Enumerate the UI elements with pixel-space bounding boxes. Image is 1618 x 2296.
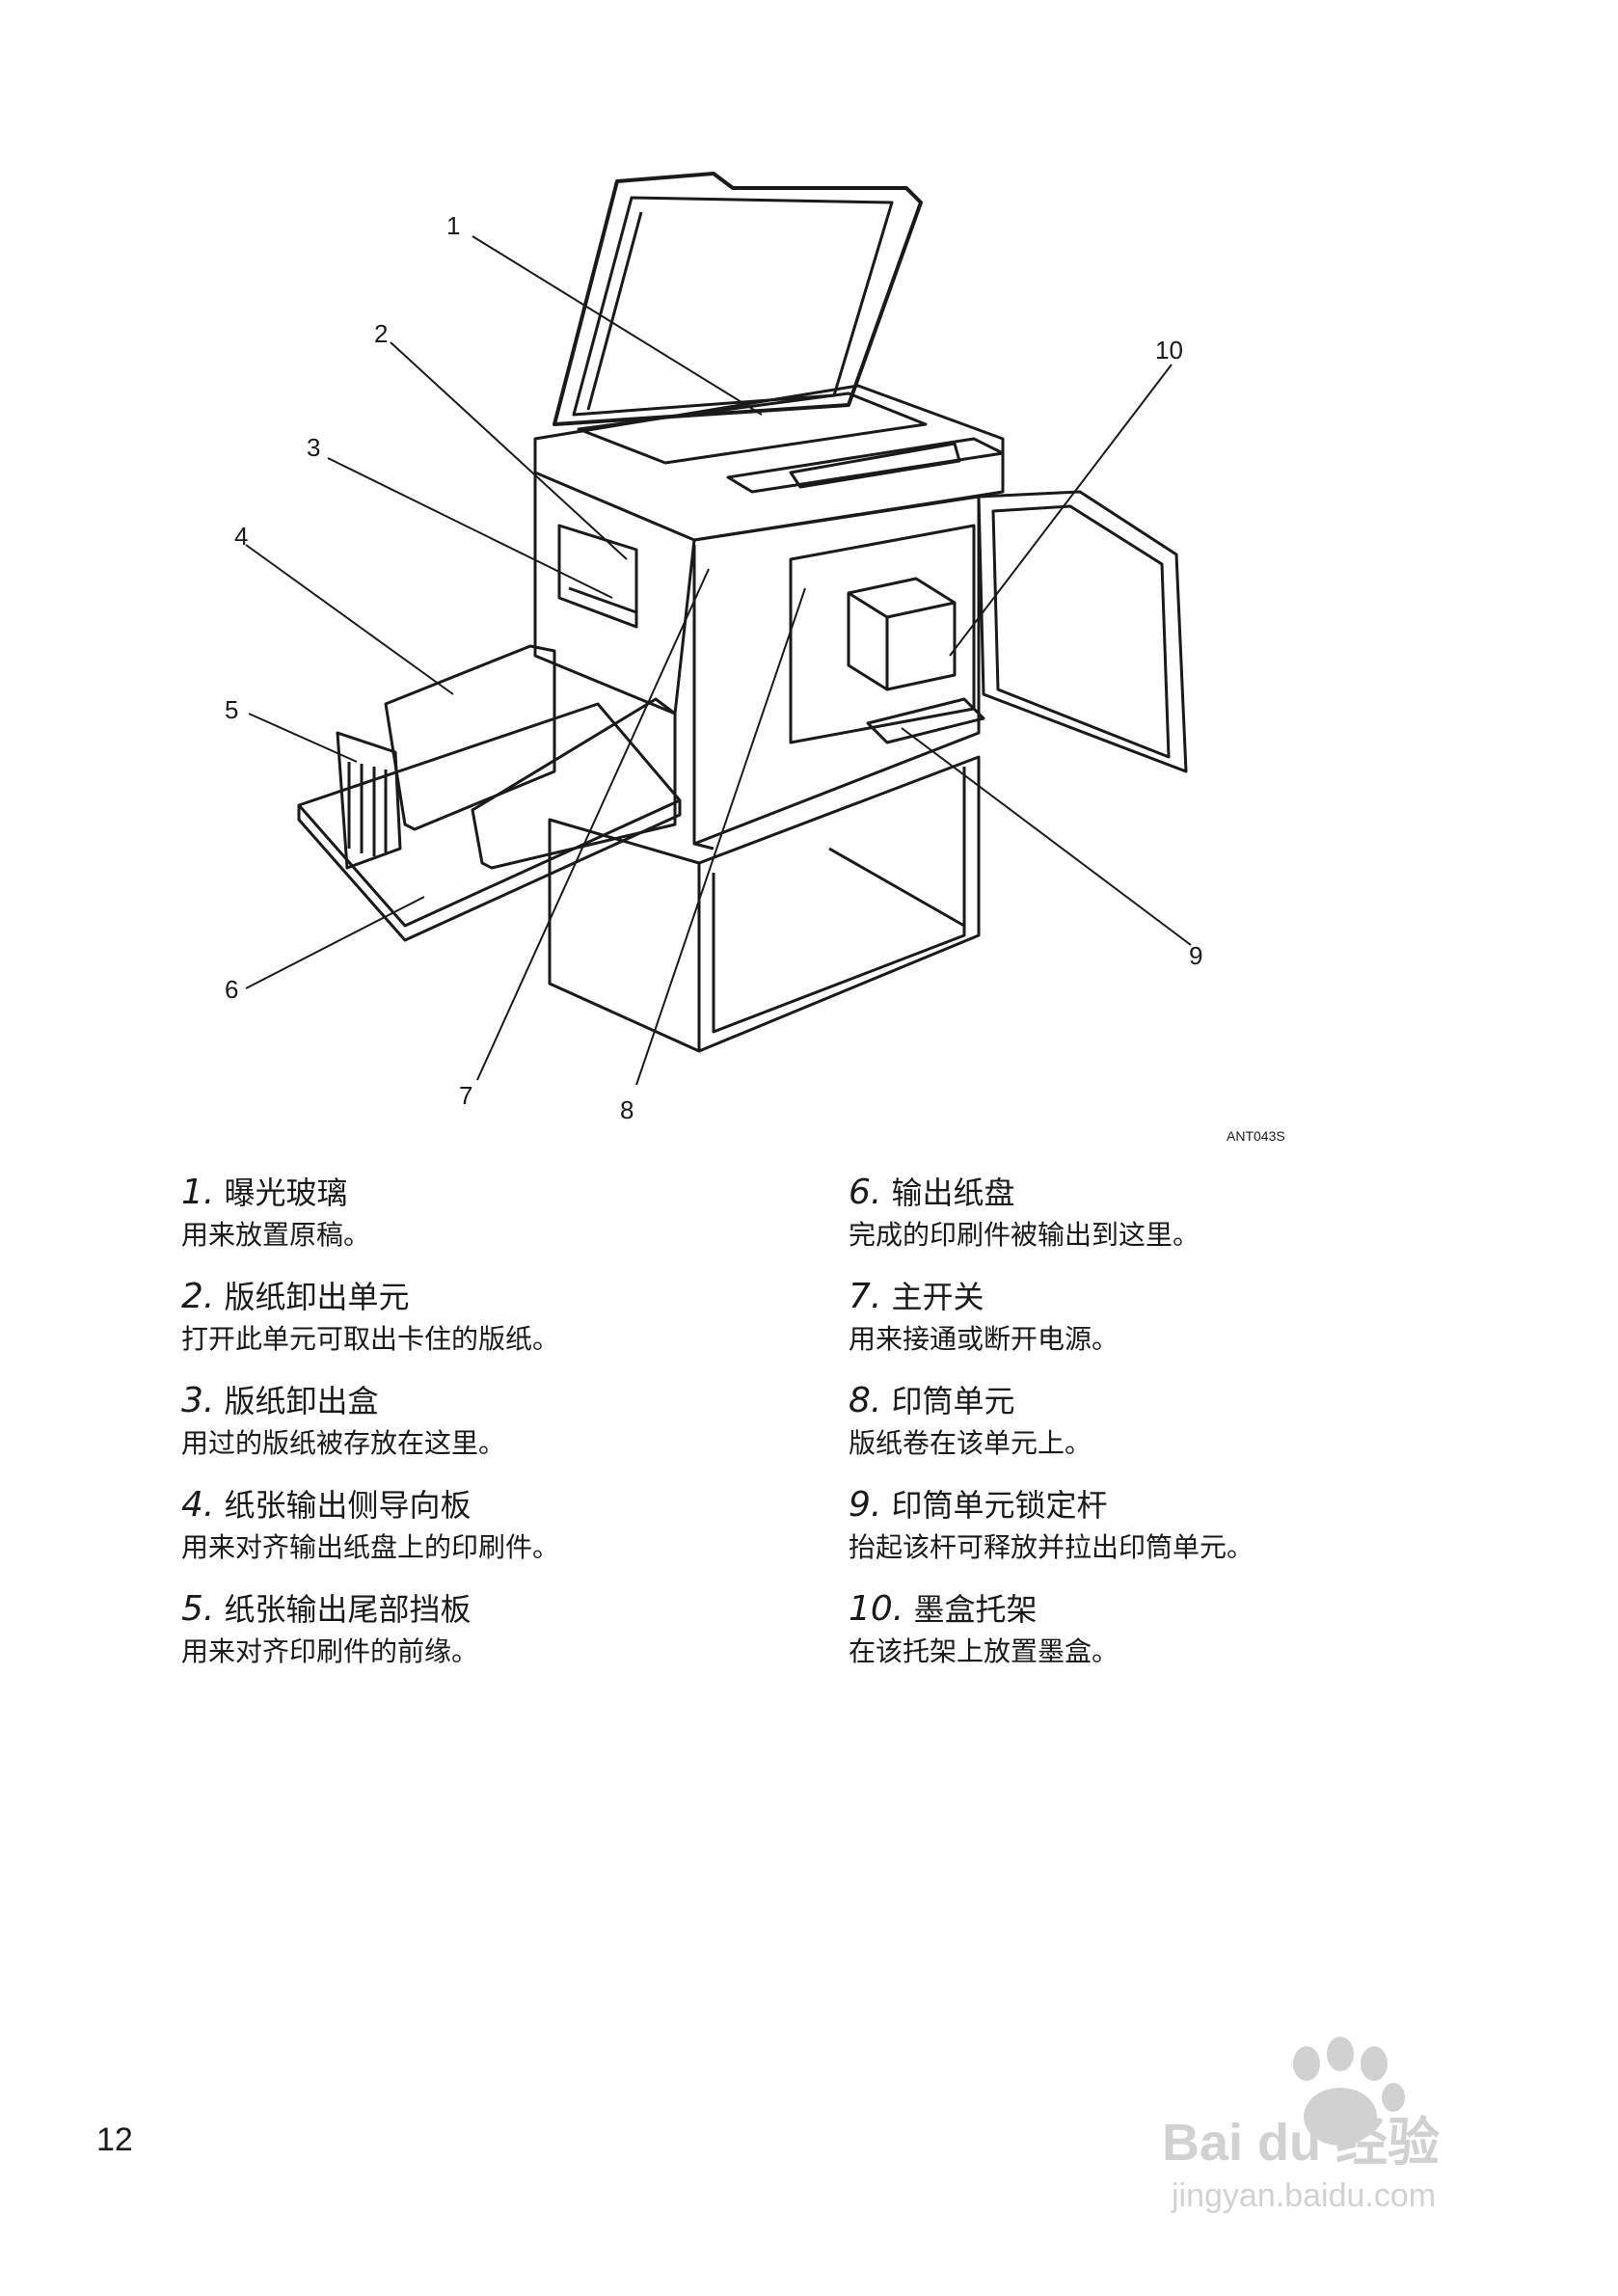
item-4: 4. 纸张输出侧导向板 用来对齐输出纸盘上的印刷件。 bbox=[181, 1484, 798, 1588]
item-list-left: 1. 曝光玻璃 用来放置原稿。 2. 版纸卸出单元 打开此单元可取出卡住的版纸。… bbox=[181, 1172, 798, 1692]
paw-icon bbox=[1293, 2037, 1405, 2146]
callout-1: 1 bbox=[446, 211, 460, 240]
item-title: 纸张输出尾部挡板 bbox=[224, 1591, 472, 1628]
callout-10: 10 bbox=[1155, 336, 1183, 365]
callout-7: 7 bbox=[459, 1081, 472, 1110]
callout-8: 8 bbox=[620, 1095, 634, 1124]
watermark-url: jingyan.baidu.com bbox=[1171, 2177, 1436, 2214]
item-title: 输出纸盘 bbox=[891, 1175, 1015, 1211]
item-number: 6. bbox=[849, 1173, 882, 1212]
document-cover bbox=[553, 172, 923, 426]
baidu-watermark: Bai du 经验 jingyan.baidu.com bbox=[1162, 2037, 1440, 2214]
item-number: 1. bbox=[181, 1173, 215, 1212]
item-list-right: 6. 输出纸盘 完成的印刷件被输出到这里。 7. 主开关 用来接通或断开电源。 … bbox=[849, 1172, 1524, 1692]
item-title: 纸张输出侧导向板 bbox=[224, 1487, 472, 1524]
item-description: 用来放置原稿。 bbox=[181, 1219, 371, 1251]
item-title: 印筒单元锁定杆 bbox=[891, 1487, 1108, 1524]
item-title: 主开关 bbox=[891, 1279, 984, 1315]
item-description: 打开此单元可取出卡住的版纸。 bbox=[181, 1323, 560, 1355]
item-1: 1. 曝光玻璃 用来放置原稿。 bbox=[181, 1172, 798, 1276]
side-guide-front bbox=[471, 697, 677, 870]
item-description: 用来对齐印刷件的前缘。 bbox=[181, 1635, 479, 1667]
callout-5: 5 bbox=[225, 695, 238, 724]
leader-8 bbox=[635, 587, 806, 1086]
item-description: 在该托架上放置墨盒。 bbox=[849, 1635, 1119, 1667]
item-5: 5. 纸张输出尾部挡板 用来对齐印刷件的前缘。 bbox=[181, 1588, 798, 1692]
item-6: 6. 输出纸盘 完成的印刷件被输出到这里。 bbox=[849, 1172, 1524, 1276]
item-number: 8. bbox=[849, 1381, 882, 1420]
stand bbox=[548, 755, 981, 1053]
item-description: 用过的版纸被存放在这里。 bbox=[181, 1427, 506, 1459]
drum-opening bbox=[789, 524, 976, 744]
drum-lock-lever bbox=[866, 697, 985, 744]
item-2: 2. 版纸卸出单元 打开此单元可取出卡住的版纸。 bbox=[181, 1276, 798, 1380]
watermark-brand: Bai du 经验 bbox=[1162, 2114, 1440, 2172]
callout-2: 2 bbox=[374, 319, 388, 348]
item-10: 10. 墨盒托架 在该托架上放置墨盒。 bbox=[849, 1588, 1524, 1692]
item-8: 8. 印筒单元 版纸卷在该单元上。 bbox=[849, 1380, 1524, 1484]
printer-diagram: 1 2 3 4 5 6 7 8 9 10 ANT043S bbox=[225, 172, 1285, 1144]
page-number: 12 bbox=[96, 2121, 133, 2158]
callout-9: 9 bbox=[1189, 941, 1202, 970]
end-plate bbox=[336, 731, 402, 870]
leader-3 bbox=[327, 457, 613, 599]
callout-6: 6 bbox=[225, 975, 238, 1004]
item-description: 用来接通或断开电源。 bbox=[849, 1323, 1119, 1355]
callout-4: 4 bbox=[234, 522, 248, 551]
master-eject-unit bbox=[557, 524, 638, 629]
output-tray bbox=[297, 702, 682, 928]
item-title: 版纸卸出单元 bbox=[224, 1279, 410, 1315]
ink-holder bbox=[847, 577, 957, 691]
leader-5 bbox=[248, 713, 358, 763]
leader-1 bbox=[472, 235, 763, 416]
item-description: 版纸卷在该单元上。 bbox=[849, 1427, 1092, 1459]
item-number: 10. bbox=[849, 1589, 904, 1629]
leader-2 bbox=[390, 341, 628, 560]
item-7: 7. 主开关 用来接通或断开电源。 bbox=[849, 1276, 1524, 1380]
callout-3: 3 bbox=[307, 433, 320, 462]
item-title: 版纸卸出盒 bbox=[224, 1383, 379, 1419]
item-title: 印筒单元 bbox=[891, 1383, 1015, 1419]
front-door bbox=[977, 490, 1188, 773]
side-guide-rear bbox=[384, 644, 556, 831]
figure-id: ANT043S bbox=[1227, 1128, 1285, 1144]
item-description: 完成的印刷件被输出到这里。 bbox=[849, 1219, 1200, 1251]
item-number: 2. bbox=[181, 1277, 215, 1316]
leader-4 bbox=[245, 544, 454, 695]
item-9: 9. 印筒单元锁定杆 抬起该杆可释放并拉出印筒单元。 bbox=[849, 1484, 1524, 1588]
item-title: 墨盒托架 bbox=[913, 1591, 1038, 1628]
item-number: 9. bbox=[849, 1485, 882, 1525]
item-number: 7. bbox=[849, 1277, 882, 1316]
item-title: 曝光玻璃 bbox=[224, 1175, 348, 1211]
leader-9 bbox=[901, 727, 1192, 946]
leader-7 bbox=[476, 568, 710, 1081]
left-body bbox=[533, 473, 696, 716]
item-description: 抬起该杆可释放并拉出印筒单元。 bbox=[849, 1531, 1254, 1563]
item-description: 用来对齐输出纸盘上的印刷件。 bbox=[181, 1531, 560, 1563]
leader-6 bbox=[245, 896, 425, 989]
item-number: 5. bbox=[181, 1589, 215, 1629]
control-panel bbox=[789, 442, 961, 489]
item-number: 4. bbox=[181, 1485, 215, 1525]
item-3: 3. 版纸卸出盒 用过的版纸被存放在这里。 bbox=[181, 1380, 798, 1484]
item-number: 3. bbox=[181, 1381, 215, 1420]
leader-10 bbox=[949, 364, 1173, 657]
